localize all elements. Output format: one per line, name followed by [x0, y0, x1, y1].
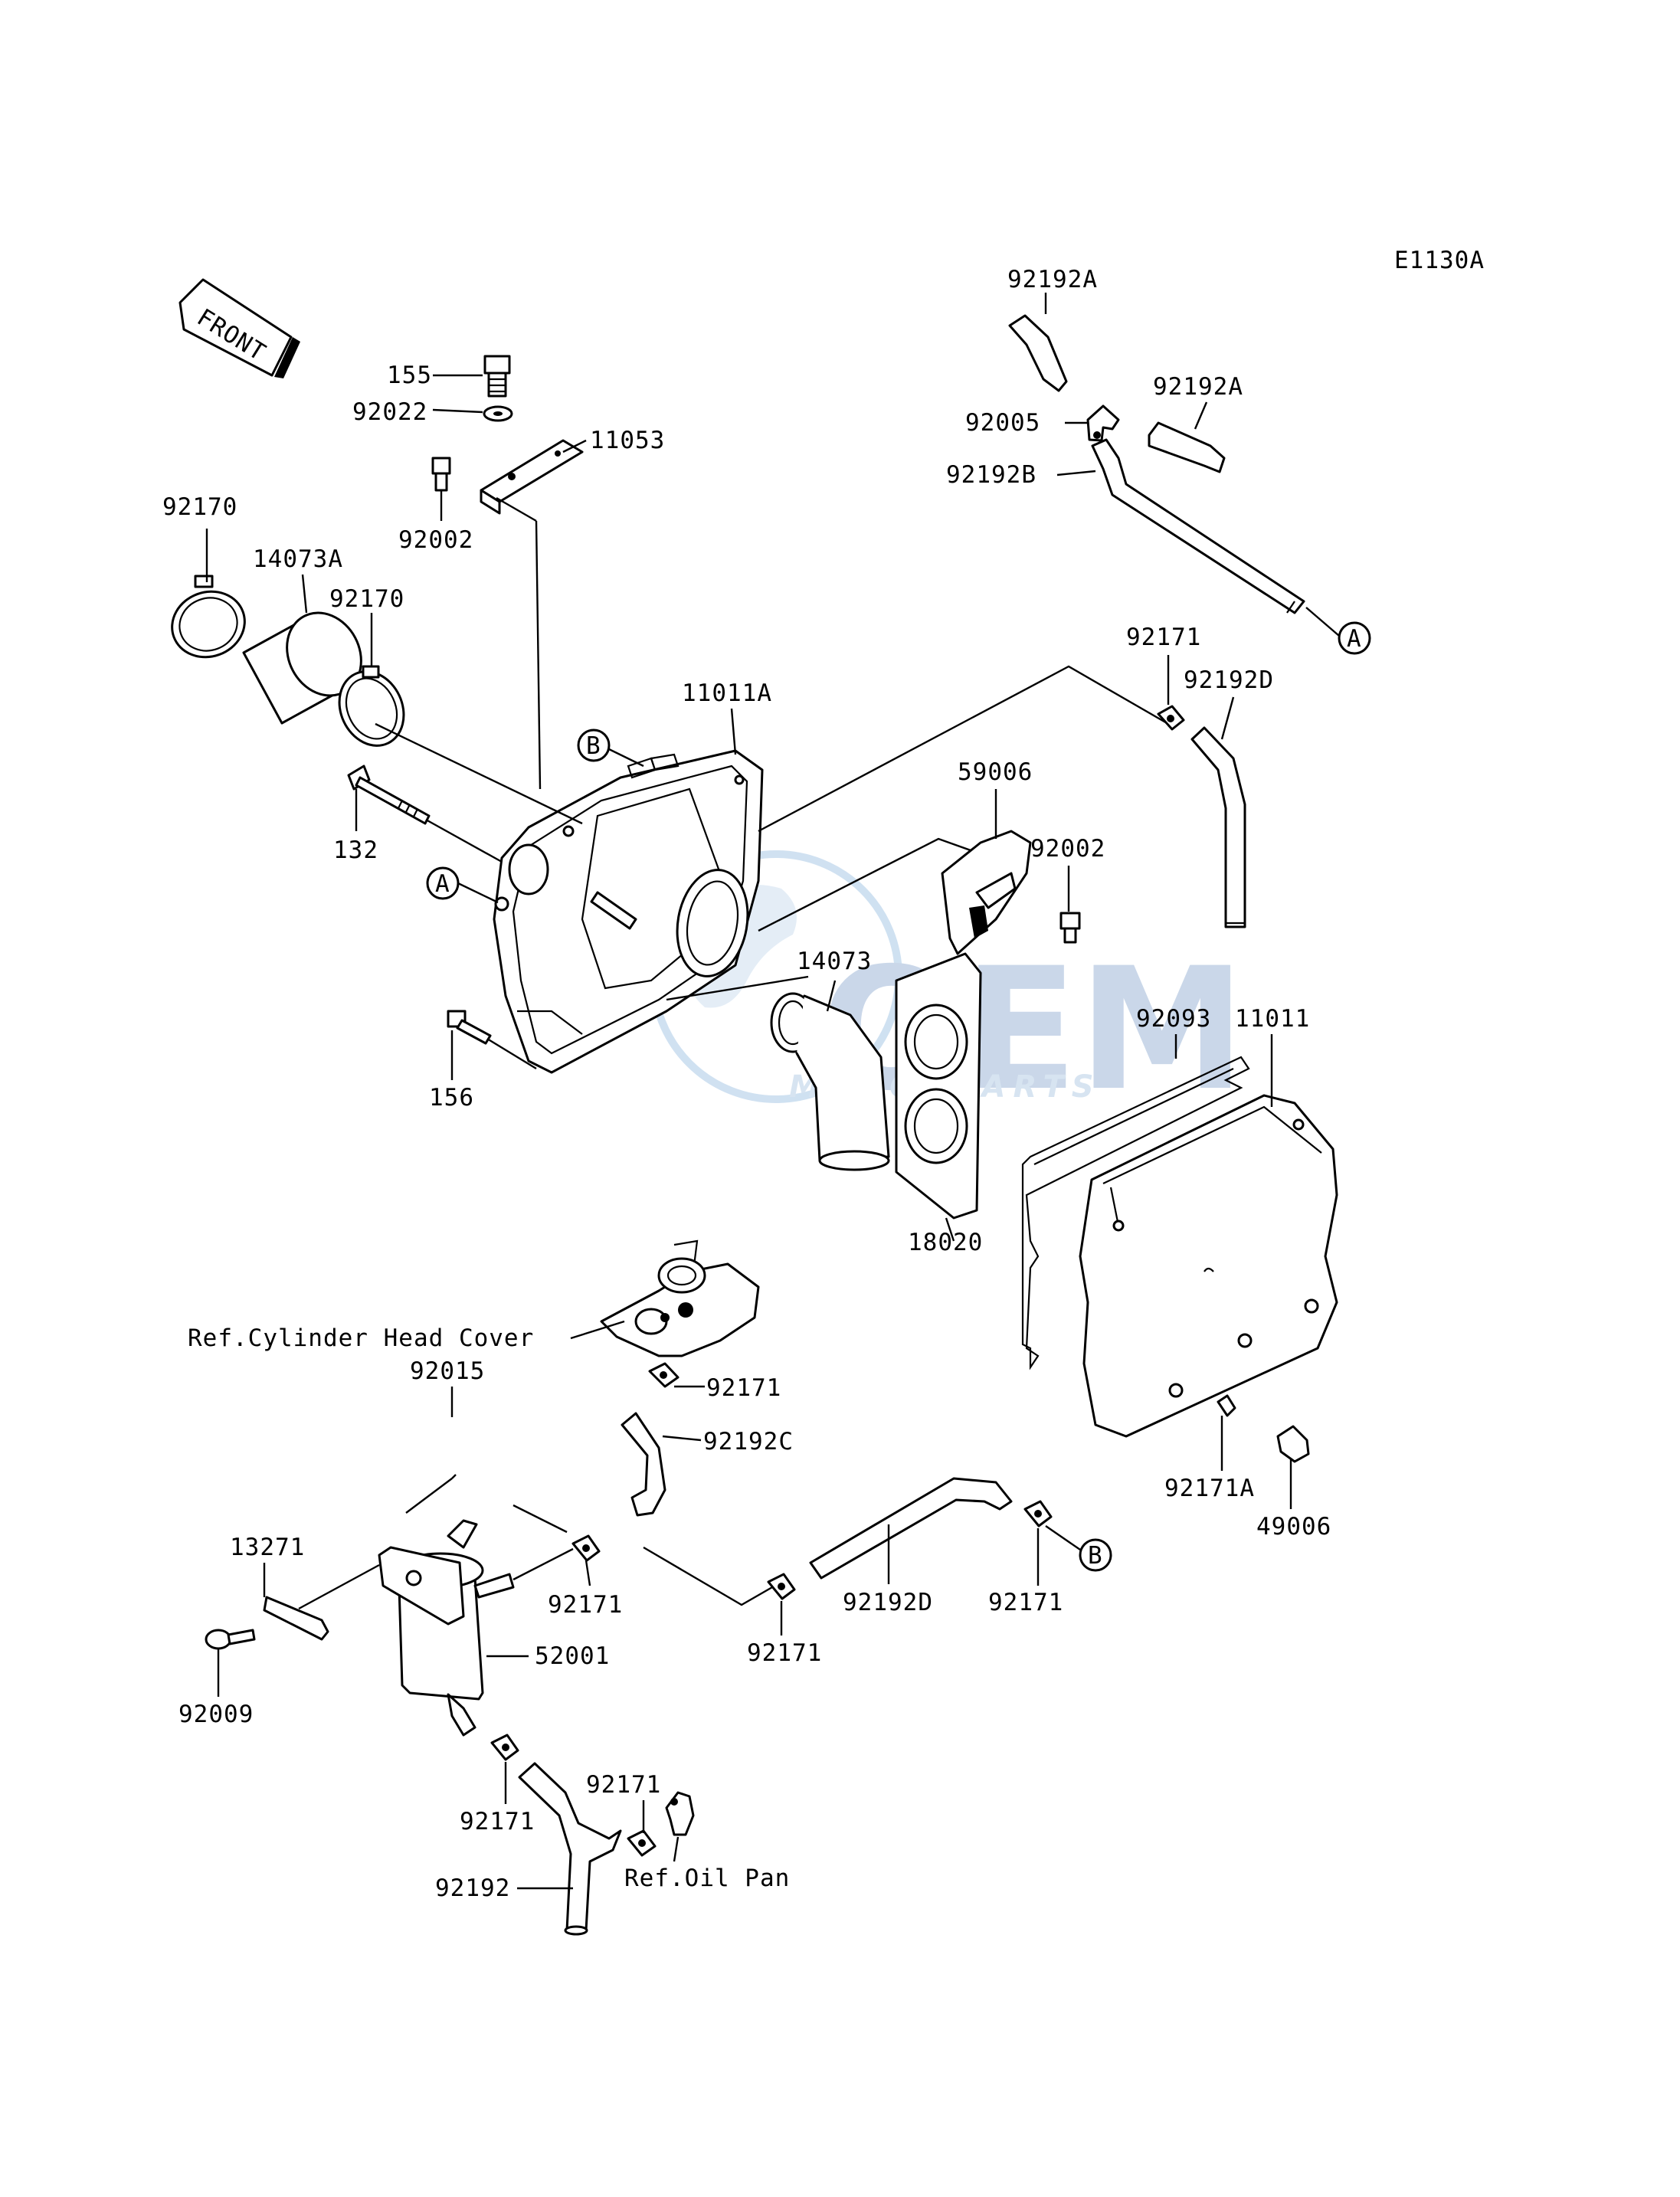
air-cleaner-case-11011A — [493, 749, 764, 1074]
label-11011A: 11011A — [682, 679, 772, 707]
label-14073A: 14073A — [253, 545, 343, 573]
bolt-132 — [347, 765, 431, 825]
label-92192C: 92192C — [703, 1428, 794, 1455]
label-92005: 92005 — [965, 409, 1040, 437]
hose-92192D-top — [1190, 726, 1246, 928]
label-132: 132 — [333, 837, 378, 864]
tank-52001 — [378, 1519, 515, 1737]
label-92171-low-left: 92171 — [460, 1808, 535, 1835]
sleeve-14073A — [242, 611, 362, 725]
hose-92192B — [1091, 438, 1305, 614]
bolt-155 — [483, 355, 511, 398]
bolt-92002-top — [431, 457, 451, 492]
gasket-92093 — [1021, 1056, 1250, 1370]
bracket-11053 — [480, 439, 584, 515]
ref-marker-a-left: A — [426, 866, 460, 900]
label-155: 155 — [387, 362, 432, 389]
clamp-92170-right — [338, 665, 405, 747]
joint-92005 — [1086, 404, 1120, 442]
label-52001: 52001 — [535, 1642, 610, 1670]
label-92015: 92015 — [410, 1357, 485, 1385]
washer-92022 — [483, 405, 513, 422]
oem-motorparts-watermark: OEM MOTORPARTS — [650, 850, 1246, 1128]
cover-59006 — [941, 830, 1032, 955]
label-92192D-top: 92192D — [1184, 666, 1274, 694]
diagram-code: E1130A — [1394, 247, 1485, 274]
label-92171A: 92171A — [1164, 1475, 1255, 1502]
label-92171-low-right: 92171 — [586, 1771, 661, 1799]
label-11011: 11011 — [1235, 1005, 1310, 1033]
clamp-92171-low-left — [490, 1734, 519, 1761]
label-92192A-right: 92192A — [1153, 373, 1243, 401]
cylinder-head-cover-ref — [600, 1239, 760, 1357]
clip-92171A — [1217, 1394, 1236, 1417]
label-18020: 18020 — [908, 1229, 983, 1256]
label-92170-left: 92170 — [162, 493, 237, 521]
oil-pan-fitting — [665, 1791, 695, 1836]
clamp-92171-mid — [648, 1362, 680, 1388]
clamp-92171-tank — [571, 1534, 601, 1562]
front-arrow: FRONT — [178, 278, 300, 378]
label-156: 156 — [429, 1084, 474, 1112]
clamp-92171-hose — [1023, 1500, 1053, 1527]
label-ref-cylinder-head-cover: Ref.Cylinder Head Cover — [188, 1324, 534, 1352]
duct-14073 — [770, 992, 890, 1171]
label-92022: 92022 — [352, 398, 427, 426]
label-92171-hose: 92171 — [988, 1589, 1063, 1616]
hose-92192 — [518, 1762, 622, 1936]
clamp-92170-left — [171, 575, 246, 659]
svg-text:B: B — [586, 732, 601, 760]
cover-11011 — [1079, 1094, 1338, 1438]
label-92171-b: 92171 — [747, 1639, 822, 1667]
label-14073: 14073 — [797, 948, 872, 975]
svg-text:A: A — [435, 870, 450, 898]
bracket-13271 — [263, 1596, 329, 1641]
clamp-92171-top — [1157, 705, 1185, 731]
bolt-92002-mid — [1059, 912, 1081, 944]
bolt-156 — [447, 1010, 492, 1045]
label-59006: 59006 — [958, 758, 1033, 786]
watermark-logo: OEM — [820, 932, 1246, 1128]
label-92093: 92093 — [1136, 1005, 1211, 1033]
plug-49006 — [1276, 1425, 1310, 1463]
label-92171-top: 92171 — [1126, 624, 1201, 651]
label-92192: 92192 — [435, 1874, 510, 1902]
label-92170-right: 92170 — [329, 585, 404, 613]
label-13271: 13271 — [230, 1534, 305, 1561]
label-92192B: 92192B — [946, 461, 1036, 489]
label-92171-mid: 92171 — [706, 1374, 781, 1402]
clamp-92171-low-right — [627, 1829, 657, 1857]
label-ref-oil-pan: Ref.Oil Pan — [624, 1865, 790, 1892]
holder-18020 — [895, 952, 982, 1220]
label-92192D-bottom: 92192D — [843, 1589, 933, 1616]
hose-92192D-bottom — [809, 1477, 1013, 1580]
svg-text:B: B — [1088, 1542, 1103, 1570]
label-92171-tank: 92171 — [548, 1591, 623, 1619]
label-11053: 11053 — [590, 427, 665, 454]
ref-marker-b-bottom: B — [1079, 1538, 1112, 1572]
label-92002-top: 92002 — [398, 526, 473, 554]
hose-92192A-top — [1008, 314, 1068, 392]
ref-marker-a-right: A — [1338, 621, 1371, 655]
clamp-92171-b — [767, 1573, 796, 1600]
hose-92192A-right — [1148, 421, 1226, 473]
label-92002-mid: 92002 — [1030, 835, 1105, 863]
hose-92192C — [621, 1412, 666, 1517]
svg-text:A: A — [1347, 625, 1362, 653]
label-92192A-top: 92192A — [1007, 266, 1098, 293]
label-49006: 49006 — [1256, 1513, 1331, 1541]
part-labels: 92192A 92192A 92005 92192B 155 92022 110… — [162, 266, 1331, 1902]
ref-marker-b-top: B — [577, 729, 611, 762]
screw-92009 — [205, 1629, 256, 1650]
label-leaders — [205, 293, 1292, 1890]
label-92009: 92009 — [178, 1701, 254, 1728]
